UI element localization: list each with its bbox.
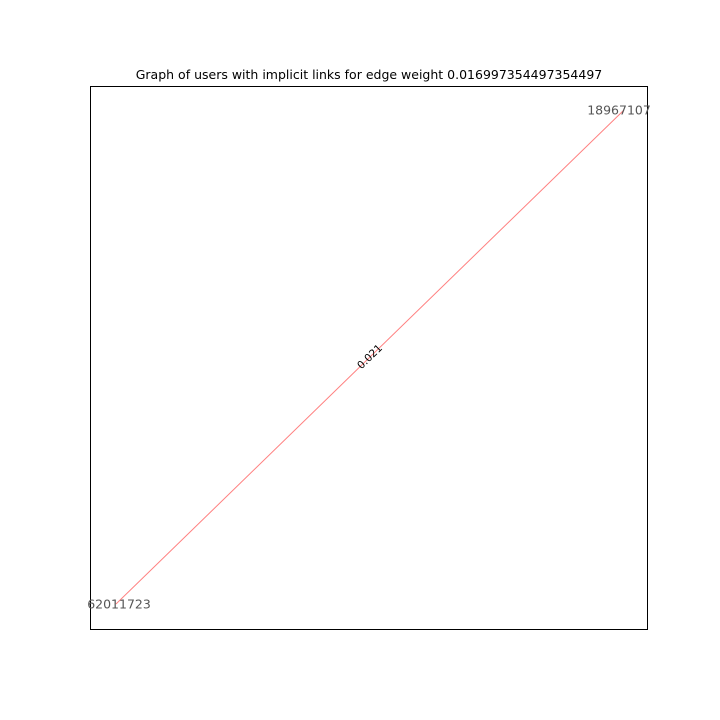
edge-weight-label: 0.021 — [355, 342, 385, 372]
node-label-62011723: 62011723 — [87, 597, 151, 612]
figure-title: Graph of users with implicit links for e… — [135, 67, 603, 82]
node-label-18967107: 18967107 — [587, 103, 651, 118]
plot-frame — [90, 86, 648, 630]
graph-edge — [115, 109, 625, 605]
